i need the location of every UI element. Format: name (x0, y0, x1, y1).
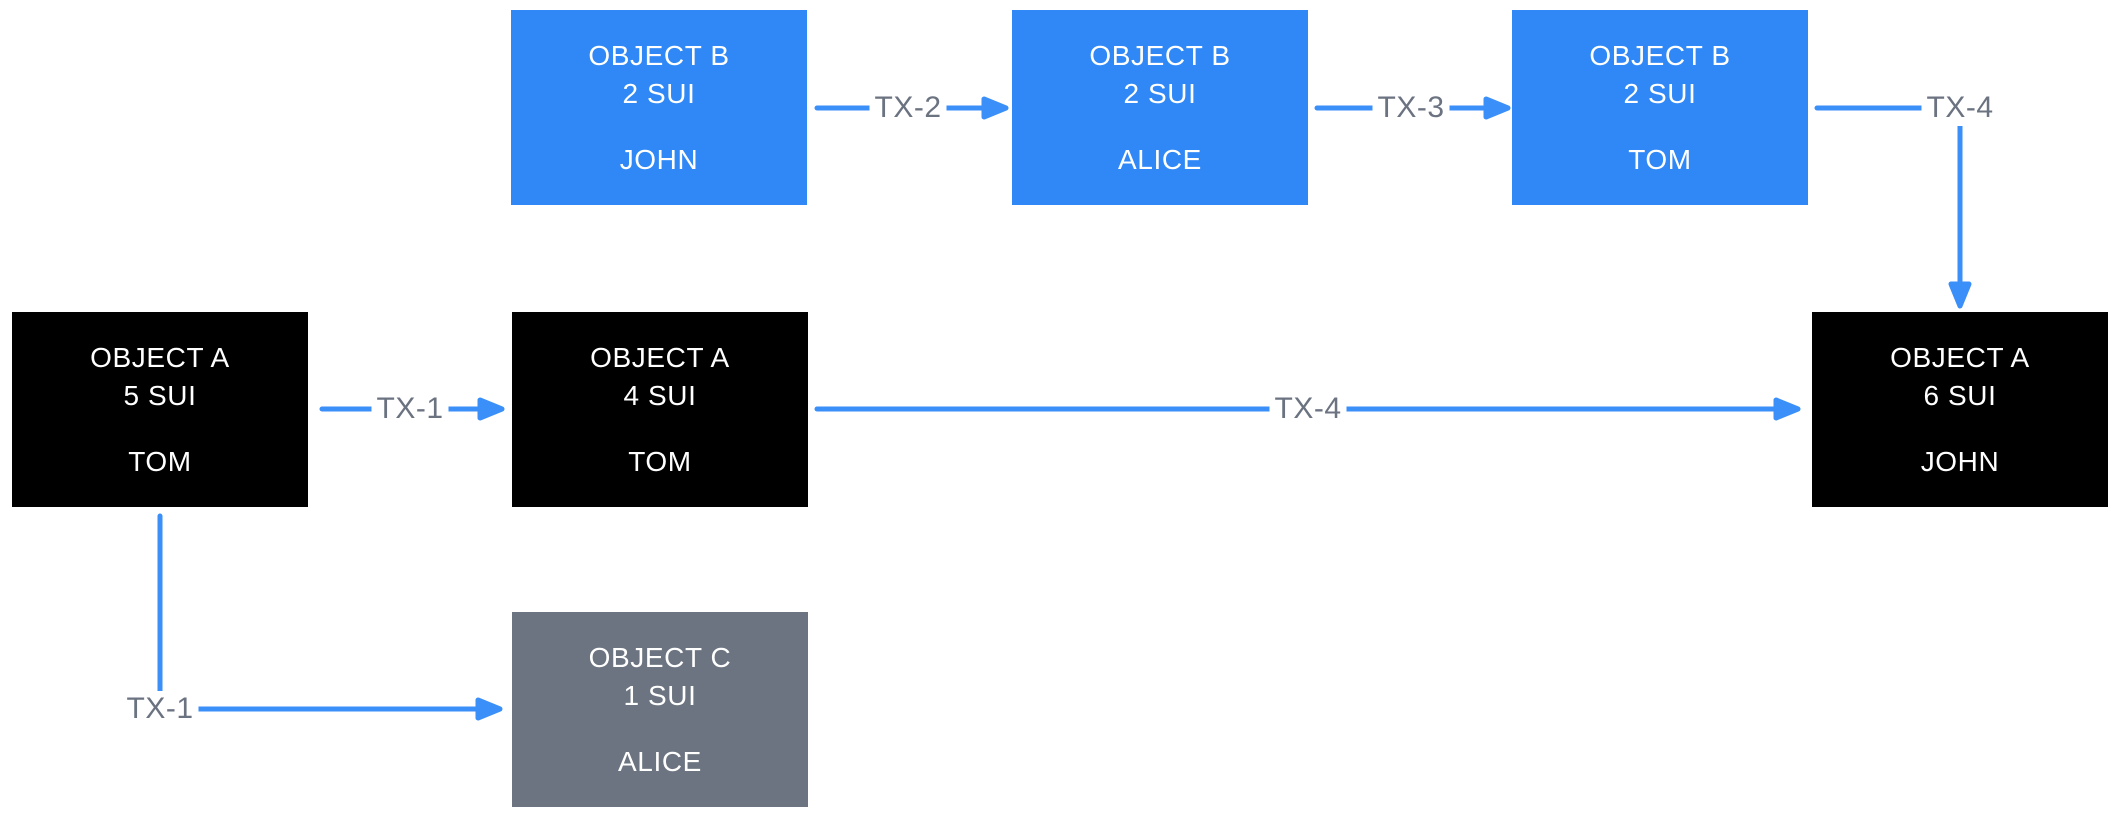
edge-tx4-elbow-arrow (1814, 105, 1972, 309)
node-object-c-alice: OBJECT C 1 SUI ALICE (512, 612, 808, 807)
object-amount: 1 SUI (623, 679, 697, 711)
object-owner: TOM (1628, 143, 1692, 175)
node-object-b-john: OBJECT B 2 SUI JOHN (511, 10, 807, 205)
object-owner: JOHN (619, 143, 699, 175)
edge-label-tx3: TX-3 (1372, 90, 1450, 126)
node-object-a-6sui-john: OBJECT A 6 SUI JOHN (1812, 312, 2108, 507)
object-amount: 2 SUI (1123, 77, 1197, 109)
object-amount: 4 SUI (623, 379, 697, 411)
object-amount: 6 SUI (1923, 379, 1997, 411)
edge-tx1-elbow-arrow (157, 513, 503, 721)
object-amount: 5 SUI (123, 379, 197, 411)
object-title: OBJECT B (1089, 39, 1231, 71)
object-title: OBJECT A (1890, 341, 2030, 373)
object-owner: JOHN (1920, 445, 2000, 477)
node-object-b-alice: OBJECT B 2 SUI ALICE (1012, 10, 1308, 205)
object-owner: ALICE (1118, 143, 1202, 175)
edge-label-tx4-top: TX-4 (1921, 90, 1999, 126)
edge-label-tx1-low: TX-1 (121, 691, 199, 727)
object-title: OBJECT A (90, 341, 230, 373)
object-title: OBJECT B (1589, 39, 1731, 71)
object-owner: TOM (128, 445, 192, 477)
node-object-a-5sui-tom: OBJECT A 5 SUI TOM (12, 312, 308, 507)
object-title: OBJECT B (588, 39, 730, 71)
object-title: OBJECT A (590, 341, 730, 373)
node-object-b-tom: OBJECT B 2 SUI TOM (1512, 10, 1808, 205)
object-owner: TOM (628, 445, 692, 477)
edge-label-tx2: TX-2 (869, 90, 947, 126)
object-amount: 2 SUI (622, 77, 696, 109)
object-amount: 2 SUI (1623, 77, 1697, 109)
object-title: OBJECT C (588, 641, 732, 673)
edge-label-tx4-long: TX-4 (1269, 391, 1347, 427)
node-object-a-4sui-tom: OBJECT A 4 SUI TOM (512, 312, 808, 507)
edge-label-tx1-mid: TX-1 (371, 391, 449, 427)
object-owner: ALICE (618, 745, 702, 777)
